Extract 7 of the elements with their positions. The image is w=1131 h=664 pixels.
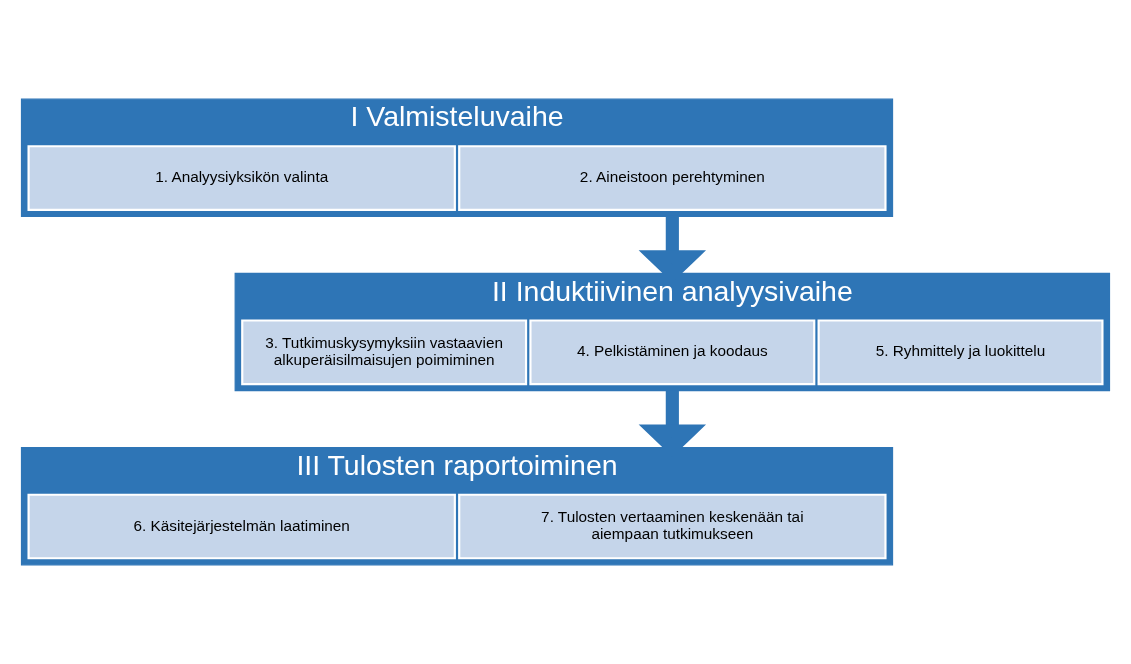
node-box: 4. Pelkistäminen ja koodaus (529, 319, 816, 386)
node-box: 1. Analyysiyksikön valinta (27, 145, 456, 211)
node-box: 2. Aineistoon perehtyminen (458, 145, 887, 211)
node-box: 6. Käsitejärjestelmän laatiminen (27, 493, 456, 560)
node-box: 3. Tutkimuskysymyksiin vastaavien alkuperäisilmaisujen poimiminen (241, 319, 528, 386)
node-box: 7. Tulosten vertaaminen keskenään tai aiempaan tutkimukseen (458, 493, 887, 560)
node-box: 5. Ryhmittely ja luokittelu (817, 319, 1104, 386)
